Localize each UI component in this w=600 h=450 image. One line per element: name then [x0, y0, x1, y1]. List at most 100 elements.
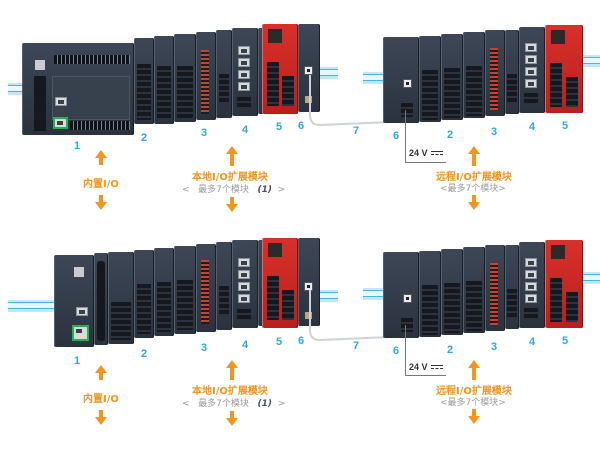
rj45-port-icon	[525, 79, 537, 88]
bus-receiver-module	[383, 37, 419, 123]
rj45-port-icon	[525, 55, 537, 64]
down-arrow-icon	[226, 196, 238, 212]
voltage-label: 24 V	[409, 362, 443, 372]
rj45-port-icon	[238, 258, 250, 267]
io-module	[441, 34, 463, 120]
remote-expansion-label: 远程I/O扩展模块	[436, 172, 512, 183]
io-module-thin	[258, 240, 264, 326]
io-module	[505, 245, 519, 329]
down-arrow-icon	[468, 408, 480, 424]
local-expansion-label: 本地I/O扩展模块	[192, 386, 268, 397]
usb-port-icon	[403, 294, 412, 303]
callout-7: 7	[353, 125, 360, 137]
ethernet-switch-module	[519, 27, 545, 113]
builtin-io-label: 内置I/O	[83, 179, 119, 190]
callout-2: 2	[141, 348, 148, 360]
rj45-port-icon	[238, 294, 250, 303]
rj45-port-icon	[238, 270, 250, 279]
callout-6: 6	[298, 335, 305, 347]
builtin-io-module	[108, 252, 134, 344]
safety-module	[545, 25, 583, 113]
din-rail-icon	[363, 72, 383, 84]
local-max-modules: < 最多7个模块 (1) >	[182, 182, 285, 195]
callout-1: 1	[74, 140, 81, 152]
callout-4: 4	[242, 124, 249, 136]
up-arrow-icon	[95, 365, 107, 380]
callout-5: 5	[276, 121, 283, 133]
voltage-text: 24 V	[409, 362, 428, 372]
dc-symbol-icon	[430, 151, 443, 157]
bracket-left: <	[182, 185, 190, 195]
io-module	[419, 36, 441, 122]
usb-port-icon	[403, 79, 412, 88]
io-module	[216, 30, 232, 118]
io-module	[154, 248, 174, 336]
logic-controller-modular	[54, 255, 94, 347]
callout-5: 5	[276, 336, 283, 348]
bus-transmitter-module	[298, 238, 320, 326]
remote-max-modules: <最多7个模块>	[440, 184, 506, 194]
callout-5-remote: 5	[562, 120, 569, 132]
footnote-ref: (1)	[257, 185, 272, 195]
din-rail-icon	[8, 300, 56, 312]
up-arrow-icon	[226, 360, 238, 380]
rj45-port-icon	[525, 258, 537, 267]
io-module	[134, 38, 154, 124]
io-module	[419, 251, 441, 337]
rj45-port-icon	[238, 58, 250, 67]
power-wire	[405, 325, 446, 376]
rj45-port-icon	[525, 294, 537, 303]
up-arrow-icon	[95, 150, 107, 165]
up-arrow-icon	[468, 360, 480, 380]
io-module-thin	[258, 28, 264, 114]
rj45-port-icon	[72, 325, 89, 341]
din-rail-icon	[318, 67, 338, 79]
voltage-label: 24 V	[409, 148, 443, 158]
ethernet-switch-module	[232, 240, 258, 328]
rj45-port-icon	[53, 117, 68, 129]
remote-max-modules: <最多7个模块>	[440, 398, 506, 408]
callout-2-remote: 2	[447, 344, 454, 356]
io-module	[174, 34, 196, 122]
up-arrow-icon	[468, 146, 480, 166]
rj45-port-icon	[525, 282, 537, 291]
io-module-led	[485, 245, 505, 331]
bracket-right: >	[277, 399, 286, 409]
io-module	[134, 250, 154, 338]
din-rail-icon	[363, 288, 383, 300]
rj45-port-icon	[525, 270, 537, 279]
io-module-led	[196, 32, 216, 120]
io-module	[441, 249, 463, 335]
terminal-block-top	[54, 55, 130, 64]
bracket-left: <	[182, 399, 190, 409]
down-arrow-icon	[95, 195, 107, 210]
callout-5-remote: 5	[562, 335, 569, 347]
terminal-block-bottom	[70, 121, 130, 130]
callout-6-remote: 6	[393, 345, 400, 357]
callout-3: 3	[201, 127, 208, 139]
rj45-port-icon	[55, 97, 67, 106]
ethernet-switch-module	[232, 28, 258, 116]
callout-4: 4	[242, 339, 249, 351]
rj45-port-icon	[525, 43, 537, 52]
logic-controller-compact	[22, 43, 134, 135]
voltage-text: 24 V	[409, 148, 428, 158]
dc-symbol-icon	[430, 365, 443, 371]
callout-3-remote: 3	[491, 341, 498, 353]
callout-2: 2	[141, 132, 148, 144]
callout-6-remote: 6	[393, 130, 400, 142]
qr-code-icon	[35, 60, 45, 70]
bus-receiver-module	[383, 252, 419, 338]
din-rail-icon	[318, 290, 338, 302]
callout-3-remote: 3	[491, 126, 498, 138]
usb-port-icon	[304, 282, 313, 291]
bracket-right: >	[277, 185, 286, 195]
callout-3: 3	[201, 342, 208, 354]
down-arrow-icon	[468, 194, 480, 210]
io-module	[463, 32, 485, 118]
io-module-led	[196, 244, 216, 332]
ethernet-switch-module	[519, 242, 545, 328]
rj45-port-icon	[238, 46, 250, 55]
down-arrow-icon	[95, 410, 107, 425]
safety-module	[262, 24, 298, 114]
